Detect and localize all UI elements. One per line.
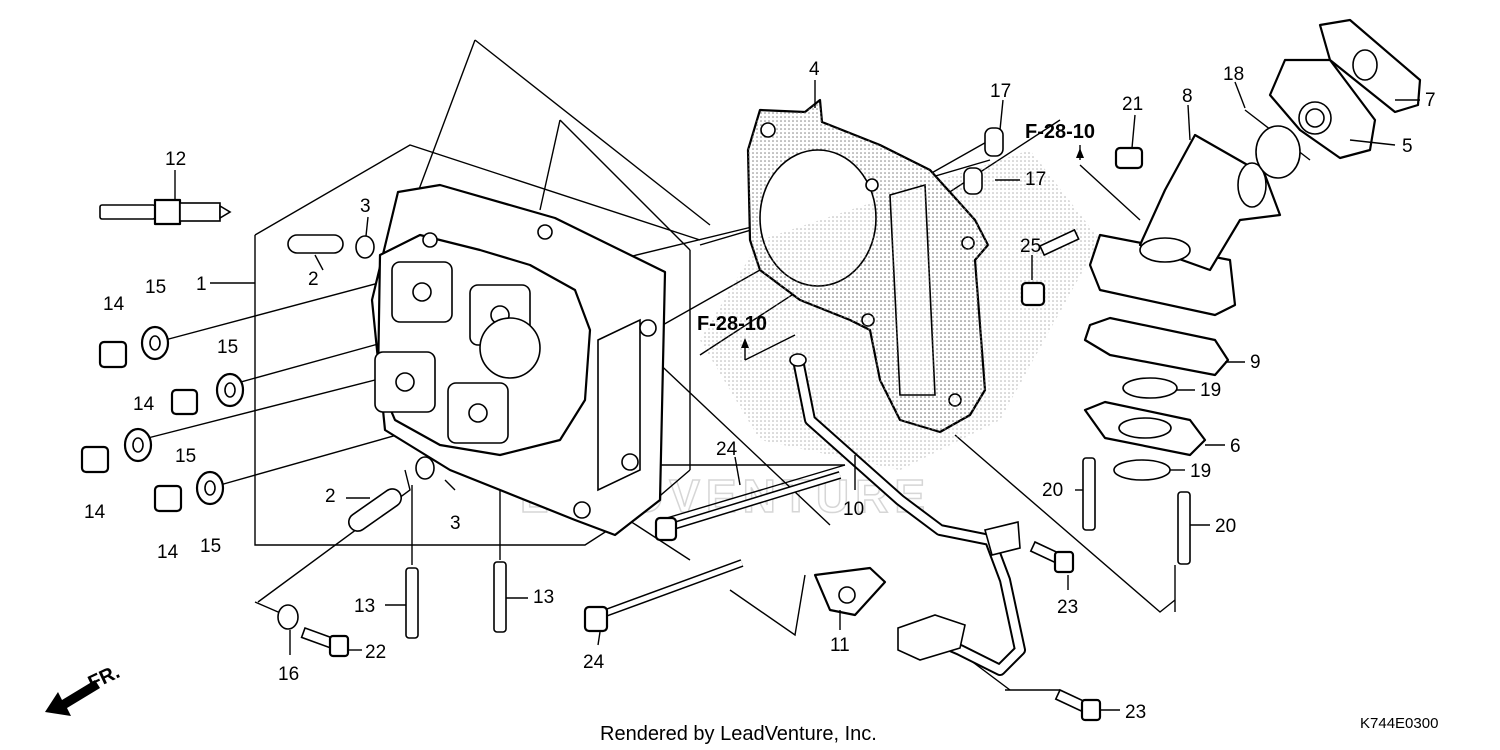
callout-17-upper: 17 [990, 81, 1011, 102]
nut-21 [1114, 146, 1144, 170]
callout-13-left: 13 [354, 596, 375, 617]
callout-24-lower: 24 [583, 652, 605, 673]
callout-9: 9 [1250, 352, 1261, 373]
front-direction-arrow [45, 680, 100, 716]
callout-22: 22 [365, 642, 386, 663]
callout-21: 21 [1122, 94, 1143, 115]
stud-20-right [1177, 491, 1191, 565]
callout-16: 16 [278, 664, 299, 685]
ref-arrow-mid [741, 338, 749, 348]
leader-lines [174, 80, 1420, 711]
flange-bolt-22 [300, 626, 350, 658]
carb-gasket [1318, 18, 1422, 114]
dowel-17-lower [963, 167, 983, 195]
flange-bolt-23-upper [1029, 540, 1075, 574]
callout-13-right: 13 [533, 587, 554, 608]
callout-20-right: 20 [1215, 516, 1236, 537]
callout-24-upper: 24 [716, 439, 738, 460]
callout-1: 1 [196, 274, 207, 295]
callout-3-lower: 3 [450, 513, 461, 534]
long-bolt-upper [654, 471, 842, 542]
callout-11: 11 [830, 635, 850, 656]
callout-23-upper: 23 [1057, 597, 1078, 618]
o-ring-19-lower [1113, 459, 1171, 481]
intake-manifold [1088, 133, 1282, 317]
insulator-6 [1083, 400, 1207, 457]
callout-14-a: 14 [103, 294, 125, 315]
callout-3-upper: 3 [360, 196, 371, 217]
stud-left [405, 567, 419, 639]
diagram-code: K744E0300 [1360, 715, 1438, 732]
callout-12: 12 [165, 149, 186, 170]
dowel-17-upper [984, 127, 1004, 157]
callout-19-upper: 19 [1200, 380, 1221, 401]
callout-6: 6 [1230, 436, 1241, 457]
callout-4: 4 [809, 59, 820, 80]
stud-20-left [1082, 457, 1096, 531]
callout-14-d: 14 [157, 542, 179, 563]
callout-15-a: 15 [145, 277, 166, 298]
dowel-pin-upper [287, 234, 344, 254]
callout-23-lower: 23 [1125, 702, 1146, 723]
cylinder-head [370, 183, 667, 537]
callout-19-lower: 19 [1190, 461, 1211, 482]
callout-15-c: 15 [175, 446, 196, 467]
o-ring-18 [1255, 125, 1301, 179]
o-ring-19-upper [1122, 377, 1178, 399]
callout-7: 7 [1425, 90, 1436, 111]
sealing-washer [277, 604, 299, 630]
callout-labels: 12 1 2 3 15 14 15 14 15 14 14 15 2 3 13 … [84, 59, 1436, 723]
footer-credit: Rendered by LeadVenture, Inc. [600, 723, 877, 745]
callout-2-lower: 2 [325, 486, 336, 507]
gasket-9 [1083, 316, 1230, 377]
o-ring-lower [415, 456, 435, 480]
callout-14-c: 14 [84, 502, 106, 523]
callout-15-d: 15 [200, 536, 221, 557]
callout-25: 25 [1020, 236, 1041, 257]
callout-8: 8 [1182, 86, 1193, 107]
nuts-and-washers [80, 325, 245, 513]
callout-20-left: 20 [1042, 480, 1063, 501]
pipe-gasket-hole [838, 586, 856, 604]
callout-17-lower: 17 [1025, 169, 1046, 190]
dowel-pin-lower [347, 488, 403, 532]
callout-10: 10 [843, 499, 864, 520]
long-bolt-lower [583, 559, 744, 633]
flange-bolt-23-lower [1054, 688, 1102, 722]
callout-2-upper: 2 [308, 269, 319, 290]
callout-15-b: 15 [217, 337, 238, 358]
spark-plug [99, 198, 232, 226]
ref-arrow-top [1076, 148, 1084, 158]
reference-label-middle: F-28-10 [697, 313, 767, 335]
insulator [1268, 58, 1377, 160]
o-ring-upper [355, 235, 375, 259]
stud-right [493, 561, 507, 633]
callout-5: 5 [1402, 136, 1413, 157]
reference-label-top: F-28-10 [1025, 121, 1095, 143]
callout-18: 18 [1223, 64, 1244, 85]
bolt-25 [1020, 228, 1080, 307]
callout-14-b: 14 [133, 394, 155, 415]
